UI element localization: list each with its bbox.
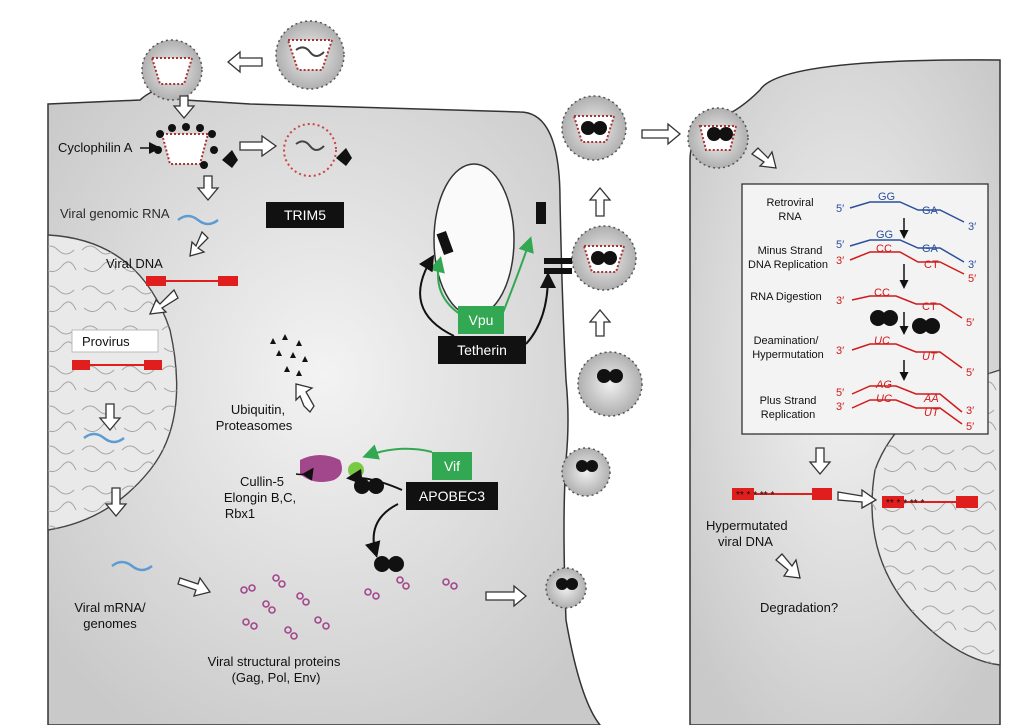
seq-uc-5: UC	[876, 393, 892, 405]
viral-mrna-squiggle	[111, 560, 153, 572]
virion-bud-1	[561, 95, 627, 161]
nuclear-rna-squiggle	[83, 432, 125, 444]
hypermutated-provirus-strand: ** * * ** *	[882, 496, 978, 509]
seq-ct-2: CT	[924, 259, 939, 271]
seq-3p-5: 3′	[836, 401, 844, 413]
tetherin-tether	[544, 258, 572, 274]
apobec3-packaged	[374, 556, 404, 572]
label-viral-mrna: Viral mRNA/	[74, 600, 146, 615]
label-hypermutated: Hypermutated	[706, 518, 788, 533]
vif-arrow	[362, 444, 433, 460]
seq-3p-1: 3′	[968, 221, 976, 233]
trim5-box	[266, 202, 344, 228]
seq-5p-5: 5′	[836, 387, 844, 399]
inset-dna-replication: DNA Replication	[748, 259, 828, 271]
inset-rna: RNA	[778, 211, 802, 223]
cullin-arrow	[295, 467, 314, 481]
seq-5p-4: 5′	[966, 367, 974, 379]
vif-box	[432, 452, 472, 480]
label-viral-dna: Viral DNA	[106, 256, 163, 271]
virion-fusing	[141, 39, 203, 101]
capsid-disassembled	[283, 123, 352, 177]
inset-retroviral: Retroviral	[766, 197, 813, 209]
seq-3p-2: 3′	[968, 259, 976, 271]
seq-3p-5b: 3′	[966, 405, 974, 417]
vpu-box	[458, 306, 504, 334]
seq-aa-5: AA	[923, 393, 939, 405]
inset-deamination: Deamination/	[754, 335, 820, 347]
label-rbx1: Rbx1	[225, 506, 255, 521]
inset-hypermutation: Hypermutation	[752, 349, 824, 361]
inset-apobec	[870, 310, 940, 334]
virion-bud-4	[561, 447, 611, 497]
seq-ut-4: UT	[922, 351, 938, 363]
apobec-arrow-2	[364, 503, 399, 558]
inset-strands	[849, 201, 965, 425]
seq-3p-2r: 3′	[836, 255, 844, 267]
seq-gg-1: GG	[878, 191, 895, 203]
viral-genomic-rna-strand	[177, 214, 219, 226]
label-elongin: Elongin B,C,	[224, 490, 296, 505]
vif-label: Vif	[444, 458, 460, 474]
seq-ut-5: UT	[924, 407, 940, 419]
provirus-strand	[72, 360, 162, 370]
seq-gg-2: GG	[876, 229, 893, 241]
tetherin-label: Tetherin	[457, 342, 507, 358]
seq-5p-5b: 5′	[966, 421, 974, 433]
ubiquitin-proteasome-fragments	[270, 334, 308, 376]
label-provirus: Provirus	[82, 334, 130, 349]
tetherin-arrow-2	[525, 272, 556, 345]
label-degradation: Degradation?	[760, 600, 838, 615]
virion-bud-2	[571, 225, 637, 291]
inset-replication: Replication	[761, 409, 815, 421]
tetherin-in-vesicle	[436, 230, 454, 256]
trim5-protein	[222, 150, 238, 168]
tetherin-box	[438, 336, 526, 364]
virion-bud-3	[577, 351, 643, 417]
label-genomes: genomes	[83, 616, 137, 631]
seq-ga-2: GA	[922, 243, 939, 255]
label-ubiquitin: Ubiquitin,	[231, 402, 285, 417]
tetherin-membrane	[536, 202, 546, 224]
seq-ga-1: GA	[922, 205, 939, 217]
inset-rna-digestion: RNA Digestion	[750, 291, 822, 303]
seq-ag-5: AG	[875, 379, 892, 391]
apobec3-label: APOBEC3	[419, 488, 485, 504]
apobec-arrow-1	[346, 468, 403, 491]
inset-plus-strand: Plus Strand	[760, 395, 817, 407]
svg-text:** * * ** *: ** * * ** *	[736, 490, 774, 501]
seq-ct-3: CT	[922, 301, 937, 313]
label-gag-pol-env: (Gag, Pol, Env)	[232, 670, 321, 685]
label-structural-proteins: Viral structural proteins	[208, 654, 341, 669]
label-cullin5: Cullin-5	[240, 474, 284, 489]
seq-5p-1: 5′	[836, 203, 844, 215]
inset-minus-strand: Minus Strand	[758, 245, 823, 257]
seq-5p-3: 5′	[966, 317, 974, 329]
viral-dna-strand	[146, 276, 238, 286]
label-viral-genomic-rna: Viral genomic RNA	[60, 206, 170, 221]
virion-incoming	[275, 20, 345, 90]
hypermutated-dna-strand: ** * * ** *	[732, 488, 832, 501]
label-viral-dna-2: viral DNA	[718, 534, 773, 549]
seq-uc-4: UC	[874, 335, 890, 347]
virion-entering-target	[687, 107, 749, 169]
trim5-label: TRIM5	[284, 207, 326, 223]
process-arrows	[98, 50, 878, 608]
seq-5p-2r: 5′	[968, 273, 976, 285]
apobec3-box	[406, 482, 498, 510]
label-cyclophilin-a: Cyclophilin A	[58, 140, 133, 155]
seq-3p-3: 3′	[836, 295, 844, 307]
seq-3p-4: 3′	[836, 345, 844, 357]
virion-bud-5	[545, 567, 587, 609]
label-proteasomes: Proteasomes	[216, 418, 293, 433]
seq-cc-3: CC	[874, 287, 890, 299]
seq-cc-2: CC	[876, 243, 892, 255]
vpu-label: Vpu	[469, 312, 494, 328]
tetherin-arrow	[418, 254, 455, 337]
svg-text:** * * ** *: ** * * ** *	[886, 498, 924, 509]
provirus-label-bg	[71, 329, 159, 353]
seq-5p-2: 5′	[836, 239, 844, 251]
structural-proteins-cluster	[240, 574, 458, 640]
